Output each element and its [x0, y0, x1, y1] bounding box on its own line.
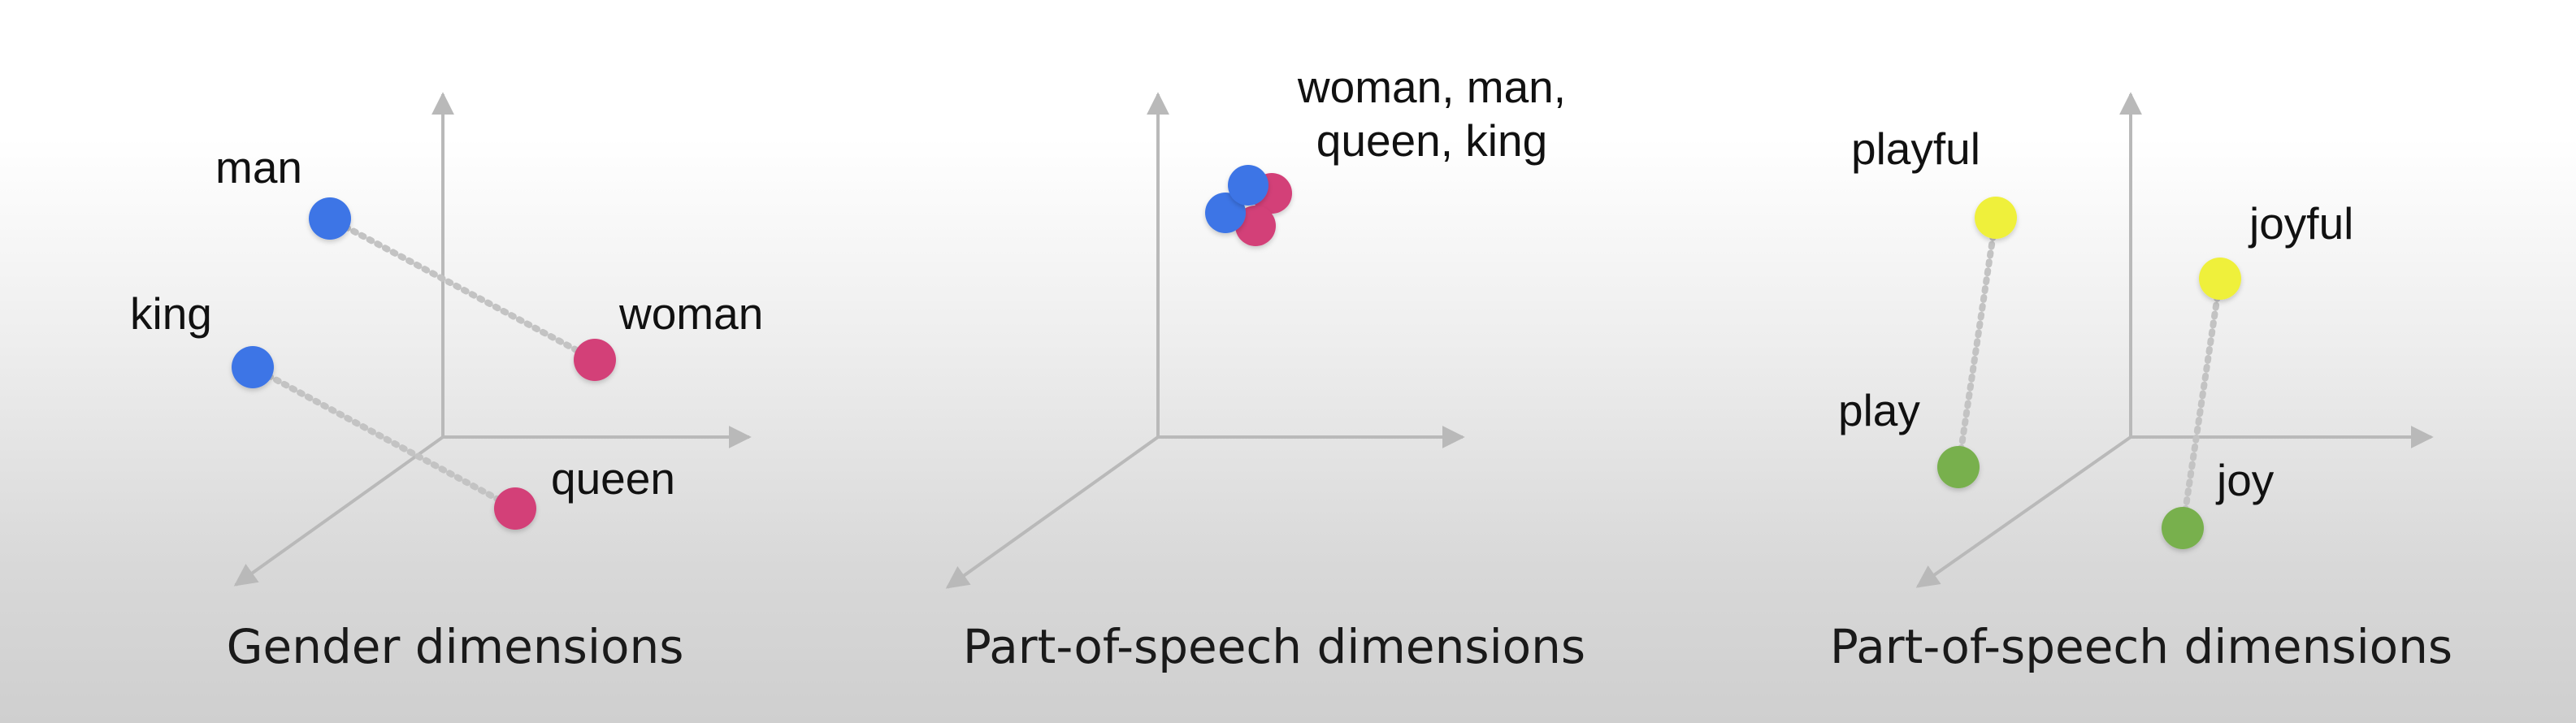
- link-playful-play: [1955, 214, 1999, 470]
- word-cluster: [1205, 165, 1292, 246]
- link-man-woman: [327, 215, 598, 363]
- label-king: king: [130, 288, 212, 339]
- link-king-queen: [249, 364, 518, 512]
- label-joy: joy: [2215, 455, 2275, 505]
- axes-pos-pairs: [1915, 92, 2434, 588]
- cluster-point-blue-top: [1228, 165, 1268, 206]
- label-play: play: [1838, 385, 1920, 435]
- cluster-label-line1: woman, man,: [1297, 62, 1566, 112]
- point-woman: [574, 339, 616, 381]
- axes-pos-cluster: [945, 92, 1465, 589]
- caption-pos-pairs: Part-of-speech dimensions: [1830, 619, 2452, 674]
- cluster-label-line2: queen, king: [1316, 115, 1547, 166]
- link-joyful-joy: [2179, 275, 2223, 531]
- panel-gender: man woman king queen Gender dimensions: [130, 92, 763, 674]
- point-joy: [2162, 507, 2204, 549]
- panel-pos-pairs: playful play joyful joy Part-of-speech d…: [1830, 92, 2452, 674]
- point-king: [232, 346, 274, 388]
- point-playful: [1975, 197, 2017, 239]
- label-queen: queen: [551, 453, 675, 504]
- label-man: man: [215, 142, 302, 193]
- point-queen: [494, 487, 536, 530]
- point-play: [1937, 446, 1980, 488]
- panel-pos-cluster: woman, man, queen, king Part-of-speech d…: [945, 62, 1585, 674]
- cluster-point-blue-left: [1205, 193, 1246, 233]
- axis-diagonal: [945, 435, 1160, 589]
- axes-gender: [233, 92, 752, 587]
- point-man: [309, 197, 351, 240]
- axis-diagonal: [1915, 435, 2132, 588]
- caption-gender: Gender dimensions: [227, 619, 684, 674]
- caption-pos-cluster: Part-of-speech dimensions: [963, 619, 1585, 674]
- label-woman: woman: [618, 288, 763, 339]
- label-joyful: joyful: [2248, 198, 2353, 249]
- axis-diagonal: [233, 435, 445, 587]
- label-playful: playful: [1851, 123, 1980, 174]
- point-joyful: [2199, 258, 2241, 300]
